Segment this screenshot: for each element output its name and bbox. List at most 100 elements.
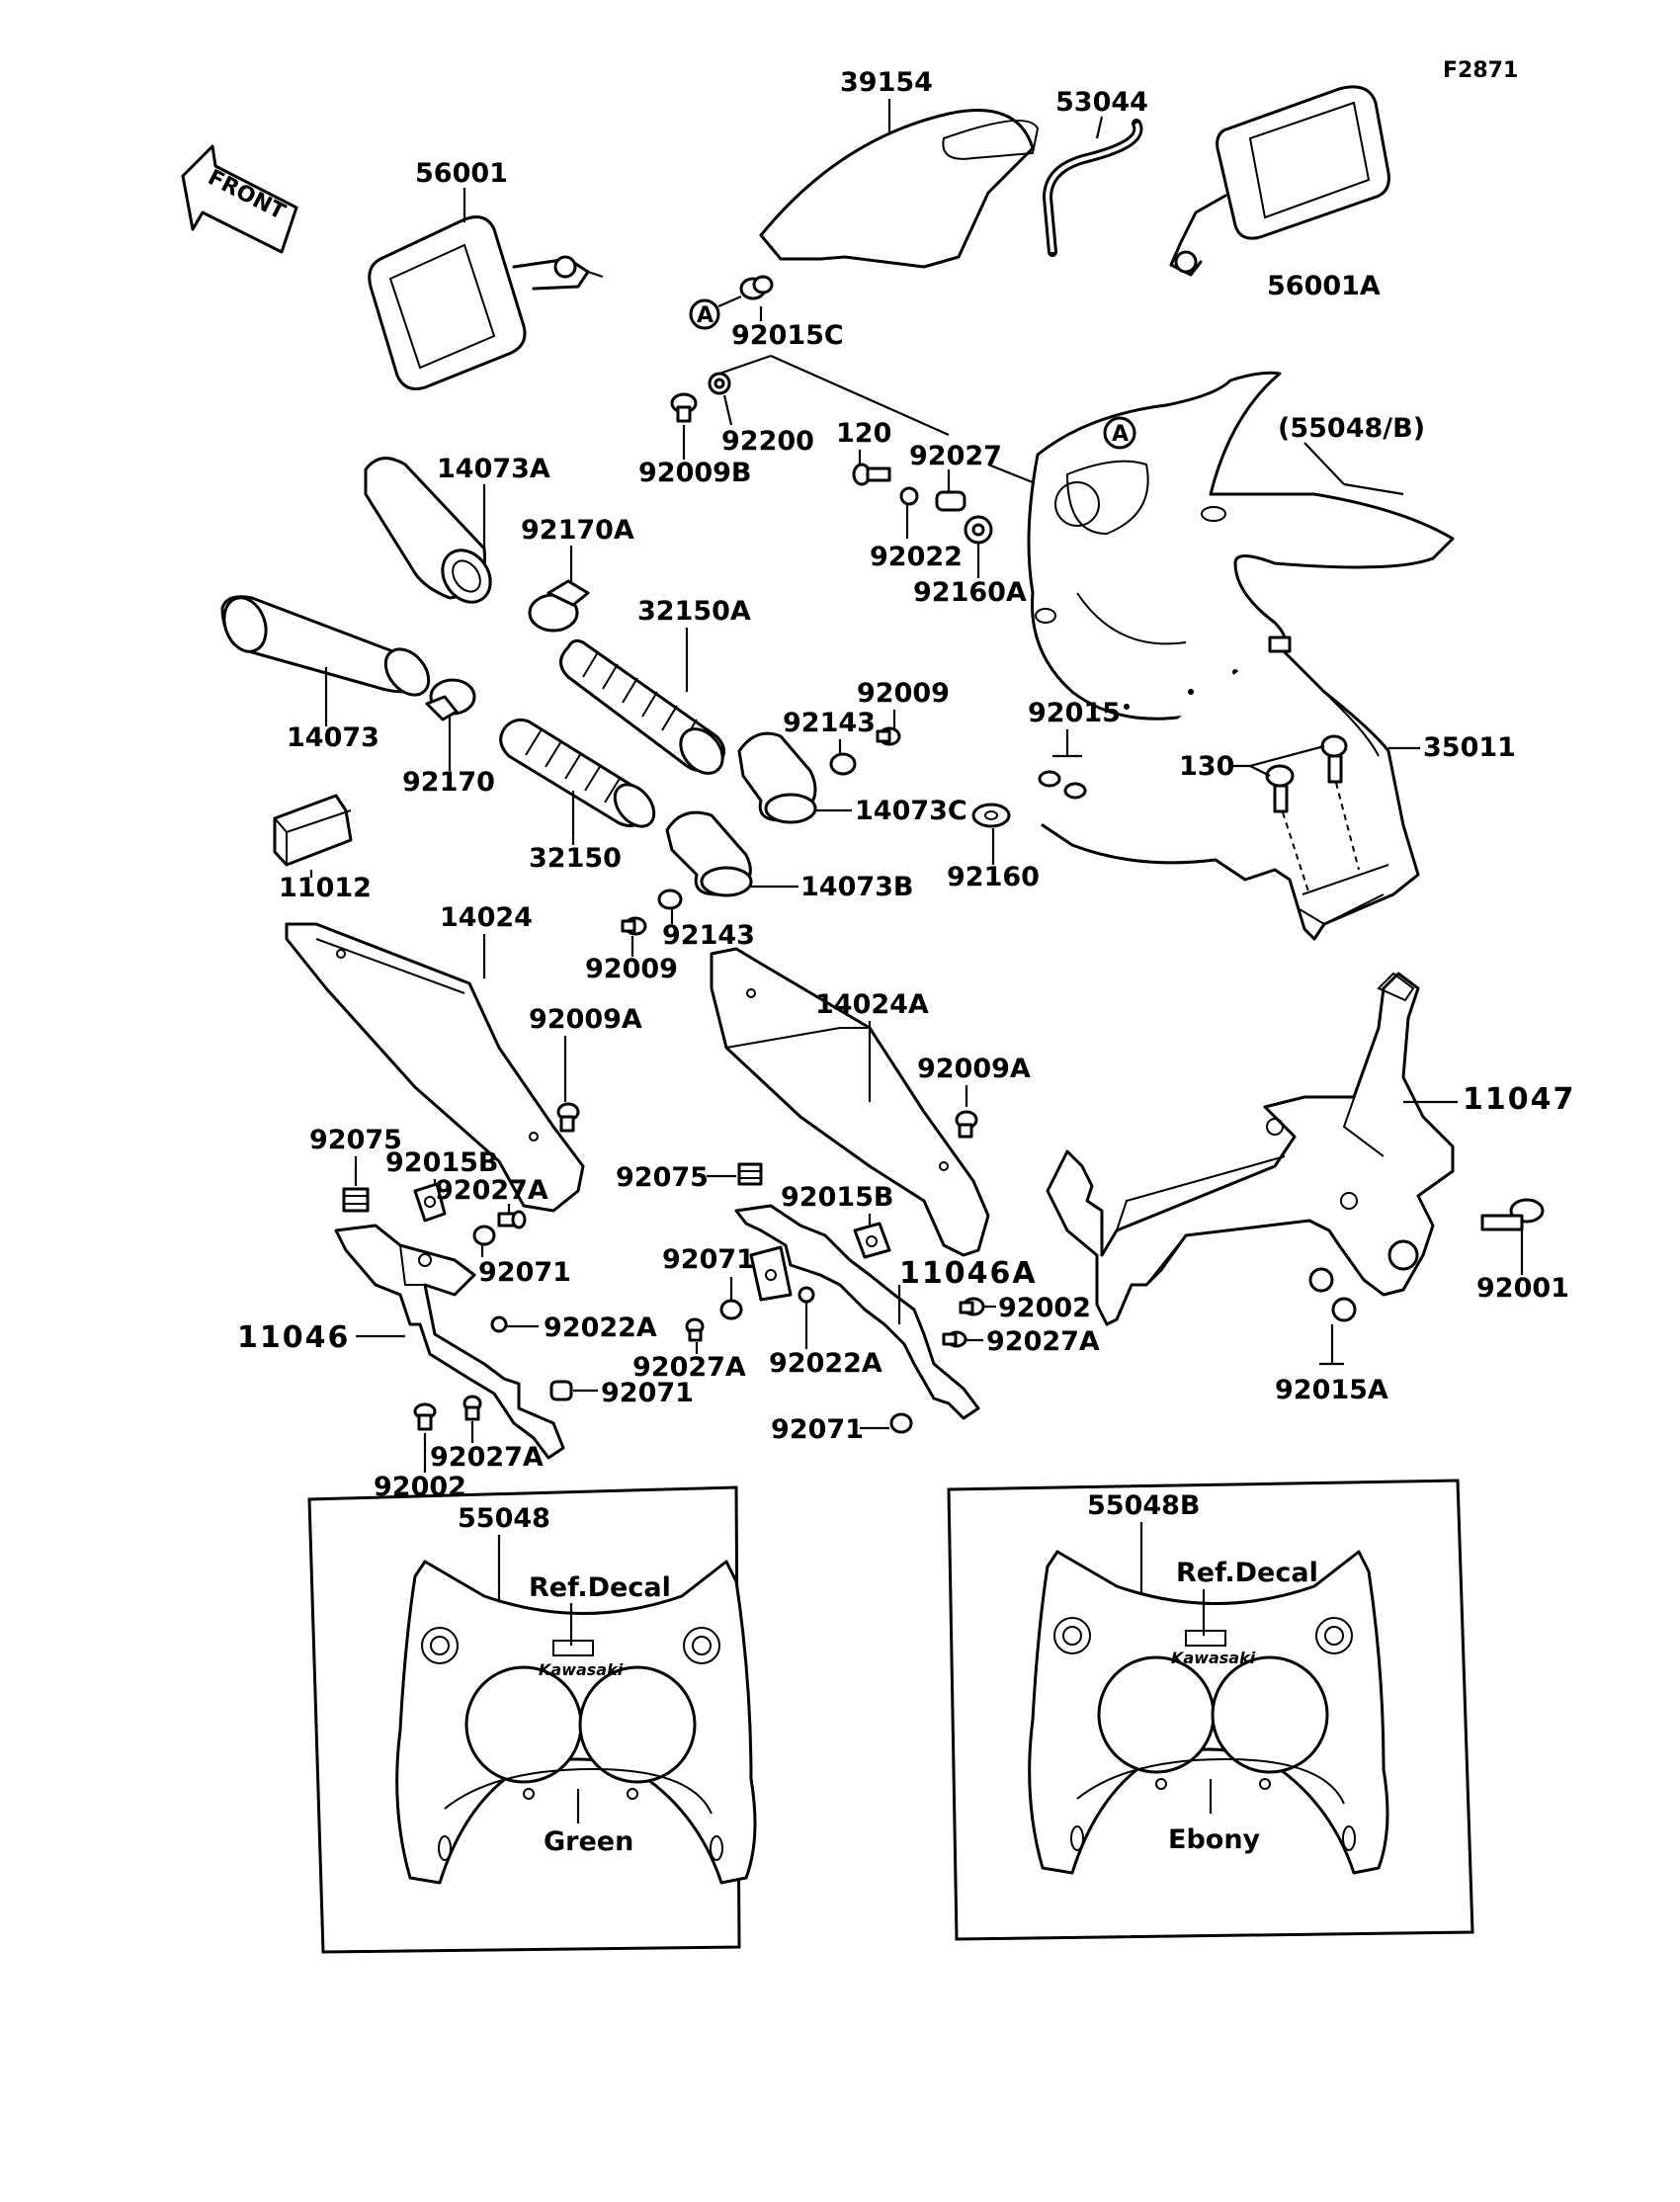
nut-92075-left bbox=[342, 1187, 370, 1213]
label-92071-left-top: 92071 bbox=[478, 1257, 571, 1288]
label-92160A: 92160A bbox=[913, 577, 1027, 608]
label-55048B-ref: (55048/B) bbox=[1278, 413, 1425, 444]
label-53044: 53044 bbox=[1055, 87, 1148, 118]
callout-a-cowl: A bbox=[1103, 416, 1136, 450]
front-arrow-icon: FRONT bbox=[181, 144, 298, 254]
label-92170: 92170 bbox=[402, 767, 495, 798]
grommet-92160A bbox=[964, 515, 993, 545]
elbow-14073C bbox=[737, 731, 817, 824]
hose-32150A bbox=[559, 638, 725, 775]
color-green: Green bbox=[544, 1826, 633, 1857]
label-130: 130 bbox=[1179, 751, 1234, 782]
duct-14073 bbox=[220, 595, 431, 697]
panel-14024A bbox=[710, 947, 990, 1257]
collar-92071-left-top bbox=[472, 1225, 496, 1246]
brand-decal-green: Kawasaki bbox=[539, 1660, 624, 1679]
label-92027A-bot: 92027A bbox=[430, 1442, 544, 1473]
nut-92200 bbox=[708, 372, 731, 395]
nut-92075-mid bbox=[737, 1162, 763, 1186]
screw-92027A-right bbox=[942, 1330, 967, 1348]
label-92022A-left: 92022A bbox=[544, 1313, 657, 1343]
label-92075-left: 92075 bbox=[309, 1125, 402, 1155]
label-92009B: 92009B bbox=[638, 458, 752, 488]
label-92009A-right: 92009A bbox=[917, 1054, 1031, 1084]
label-14024A: 14024A bbox=[815, 989, 929, 1020]
screw-92009A-left bbox=[556, 1102, 580, 1133]
label-92022: 92022 bbox=[870, 542, 963, 572]
label-92027A-mid: 92027A bbox=[632, 1352, 746, 1383]
collar-92071-mid-bot bbox=[889, 1412, 913, 1434]
label-92071-left-bot: 92071 bbox=[601, 1378, 694, 1408]
label-92075-mid: 92075 bbox=[616, 1162, 709, 1193]
washer-92022A-left bbox=[490, 1315, 508, 1333]
label-14024: 14024 bbox=[440, 902, 533, 933]
collar-92143-bot bbox=[657, 889, 683, 910]
collar-92027 bbox=[935, 490, 966, 512]
mirror-right bbox=[1169, 85, 1390, 277]
grommet-92015C bbox=[739, 275, 774, 300]
label-11046A: 11046A bbox=[899, 1256, 1038, 1291]
bolt-120 bbox=[852, 463, 891, 486]
elbow-14073B bbox=[665, 810, 753, 897]
label-92015B-mid: 92015B bbox=[781, 1182, 894, 1213]
grommet-92015B-left bbox=[413, 1182, 447, 1223]
label-11012: 11012 bbox=[279, 873, 372, 903]
variant-part-green: 55048 bbox=[458, 1503, 550, 1534]
callout-a-top: A bbox=[689, 295, 742, 330]
screw-92027A-mid bbox=[685, 1317, 705, 1342]
label-92015B-left: 92015B bbox=[385, 1147, 499, 1178]
washer-92022A-mid bbox=[798, 1286, 815, 1304]
bolt-130 bbox=[1265, 734, 1360, 895]
label-14073A: 14073A bbox=[437, 454, 550, 484]
label-92002-right: 92002 bbox=[998, 1293, 1091, 1323]
figure-code: F2871 bbox=[1443, 58, 1518, 83]
label-92143-top: 92143 bbox=[783, 708, 876, 738]
label-32150A: 32150A bbox=[637, 596, 751, 627]
label-92009A-left: 92009A bbox=[529, 1004, 642, 1035]
clamp-92170 bbox=[425, 678, 476, 721]
clamp-92170A bbox=[528, 579, 590, 633]
grommet-92160 bbox=[971, 803, 1011, 828]
frame-11047 bbox=[1046, 972, 1455, 1326]
upper-cowl bbox=[1027, 371, 1455, 720]
label-14073C: 14073C bbox=[855, 796, 967, 826]
label-92071-mid-bot: 92071 bbox=[771, 1414, 864, 1445]
screw-92002-left bbox=[413, 1402, 437, 1431]
label-92015: 92015 bbox=[1028, 698, 1121, 728]
variant-part-ebony: 55048B bbox=[1087, 1490, 1201, 1521]
screws-92015 bbox=[1038, 770, 1087, 800]
label-11046: 11046 bbox=[237, 1320, 350, 1355]
bracket-11046A bbox=[734, 1204, 980, 1420]
lens-11012 bbox=[273, 794, 353, 867]
screw-92009-top bbox=[876, 726, 901, 746]
ref-decal-green: Ref.Decal bbox=[529, 1572, 671, 1603]
collar-92071-left-bot bbox=[549, 1380, 573, 1401]
svg-text:A: A bbox=[697, 303, 714, 328]
screw-92009-bot bbox=[621, 916, 647, 936]
label-56001: 56001 bbox=[415, 158, 508, 189]
brand-decal-ebony: Kawasaki bbox=[1171, 1649, 1256, 1667]
label-14073B: 14073B bbox=[800, 872, 914, 902]
color-ebony: Ebony bbox=[1168, 1824, 1261, 1855]
label-92027: 92027 bbox=[909, 441, 1002, 471]
label-11047: 11047 bbox=[1463, 1082, 1575, 1117]
ref-decal-ebony: Ref.Decal bbox=[1176, 1558, 1318, 1588]
screw-92002-right bbox=[959, 1297, 985, 1316]
label-92200: 92200 bbox=[721, 426, 814, 457]
label-39154: 39154 bbox=[840, 67, 933, 98]
svg-text:A: A bbox=[1112, 422, 1129, 447]
label-32150: 32150 bbox=[529, 843, 622, 874]
label-92015A: 92015A bbox=[1275, 1375, 1388, 1405]
hose-32150 bbox=[499, 718, 656, 828]
washer-92022 bbox=[899, 486, 919, 506]
label-92009-bot: 92009 bbox=[585, 954, 678, 984]
cowl-illustration-ebony bbox=[1028, 1550, 1389, 1875]
screw-92027A-left bbox=[497, 1210, 527, 1229]
label-92170A: 92170A bbox=[521, 515, 634, 546]
label-35011: 35011 bbox=[1423, 732, 1516, 763]
panel-14024 bbox=[285, 922, 585, 1213]
mirror-left bbox=[368, 215, 604, 390]
grommets-92015A bbox=[1308, 1267, 1357, 1322]
